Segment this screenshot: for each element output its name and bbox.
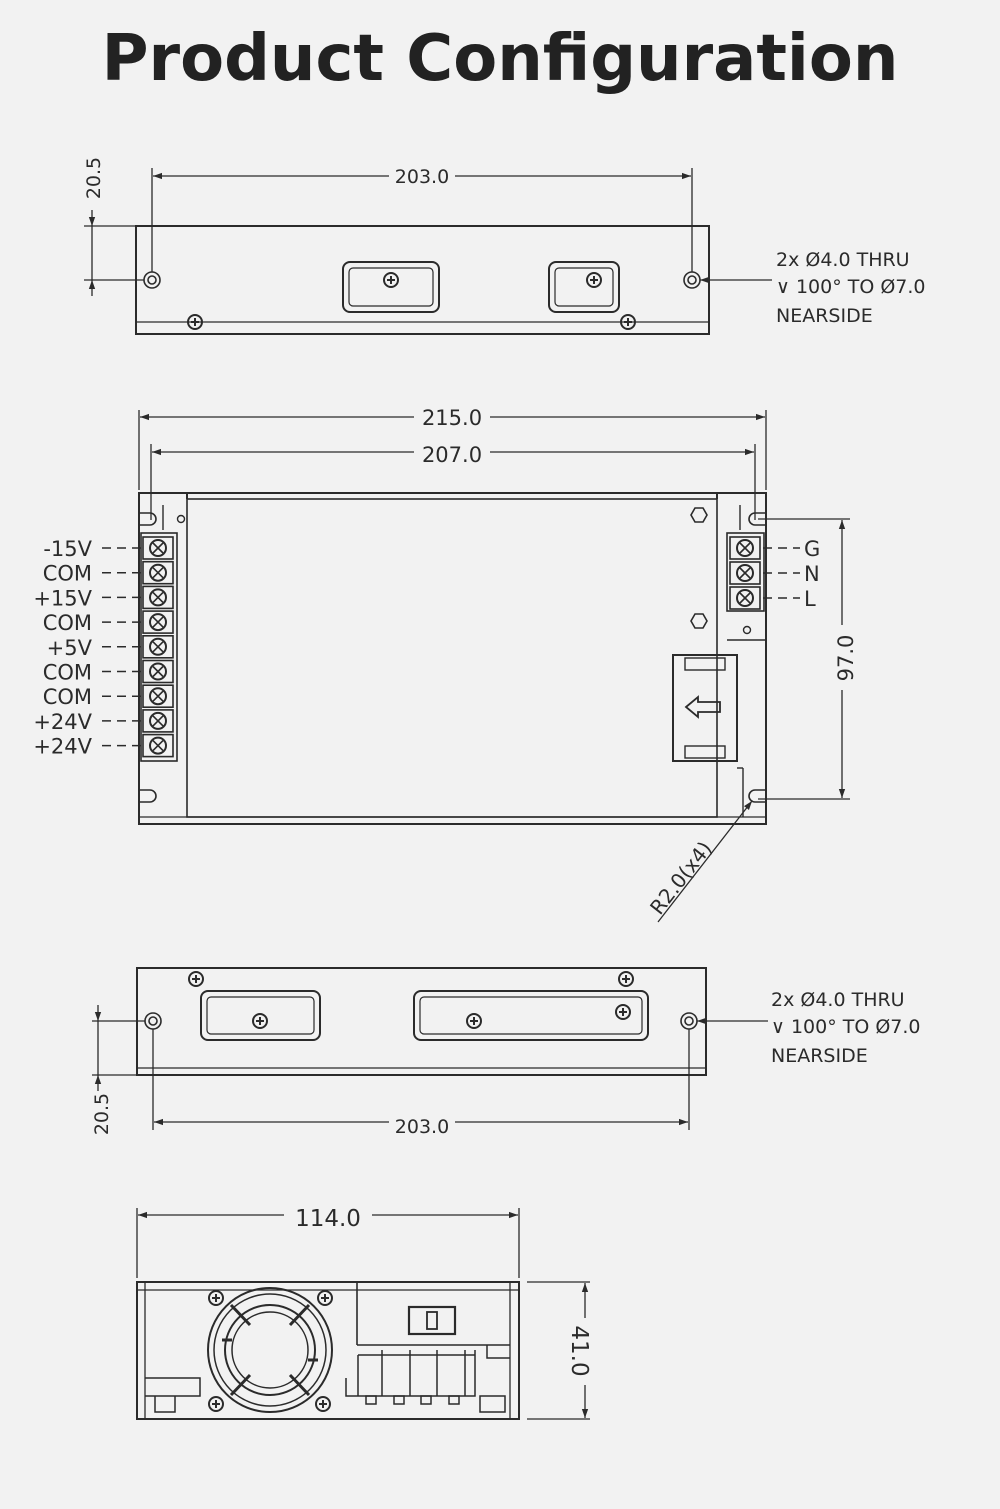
input-terminal-label: N xyxy=(804,562,820,586)
top-hole-note-line3: NEARSIDE xyxy=(776,305,873,327)
screw-icon xyxy=(383,272,399,288)
side-width-dimension: 114.0 xyxy=(295,1206,361,1232)
output-terminal-label: +5V xyxy=(47,636,93,660)
bottom-offset-dimension: 20.5 xyxy=(91,1093,113,1135)
voltage-selector xyxy=(672,654,738,762)
bottom-view-window-left xyxy=(200,990,321,1041)
input-terminal-label: L xyxy=(804,587,816,611)
output-terminal-label: COM xyxy=(43,562,92,586)
terminal-screw-icon xyxy=(142,560,174,585)
input-terminal-label: G xyxy=(804,537,820,561)
bottom-hole-note-line2: ∨ 100° TO Ø7.0 xyxy=(771,1016,921,1038)
screw-icon xyxy=(586,272,602,288)
screw-icon xyxy=(466,1013,482,1029)
bottom-view-window-right xyxy=(413,990,649,1041)
output-terminal-label: +24V xyxy=(33,735,92,759)
front-view-body xyxy=(138,492,767,825)
top-view-window-left xyxy=(342,261,440,313)
screw-icon xyxy=(317,1290,333,1306)
terminal-screw-icon xyxy=(729,561,761,585)
radius-note: R2.0(x4) xyxy=(645,837,717,919)
page-title: Product Configuration xyxy=(101,22,899,96)
terminal-screw-icon xyxy=(142,610,174,634)
terminal-screw-icon xyxy=(142,709,174,733)
output-terminal-label: +24V xyxy=(33,710,92,734)
screw-icon xyxy=(208,1290,224,1306)
side-view xyxy=(136,1208,590,1420)
output-terminal-label: COM xyxy=(43,661,92,685)
bottom-width-dimension: 203.0 xyxy=(395,1116,449,1138)
screw-icon xyxy=(208,1396,224,1412)
hex-nut-icon xyxy=(690,507,708,523)
terminal-screw-icon xyxy=(729,536,761,560)
top-width-dimension: 203.0 xyxy=(395,166,449,188)
mounting-hole-icon xyxy=(143,271,161,289)
terminal-screw-icon xyxy=(142,684,174,709)
output-terminal-label: COM xyxy=(43,611,92,635)
input-terminal-list: GNL xyxy=(729,536,820,611)
power-switch-icon xyxy=(407,1305,457,1336)
height-dimension: 97.0 xyxy=(834,635,858,682)
terminal-screw-icon xyxy=(142,659,174,684)
hex-nut-icon xyxy=(690,613,708,629)
outer-width-dimension: 215.0 xyxy=(422,406,482,430)
inner-width-dimension: 207.0 xyxy=(422,443,482,467)
top-hole-note-line1: 2x Ø4.0 THRU xyxy=(776,249,910,271)
input-terminal-block xyxy=(726,532,765,612)
terminal-side-profile xyxy=(345,1345,510,1405)
bottom-hole-note-line3: NEARSIDE xyxy=(771,1045,868,1067)
terminal-screw-icon xyxy=(142,634,174,659)
output-terminal-label: +15V xyxy=(33,586,92,610)
terminal-screw-icon xyxy=(142,585,174,610)
terminal-screw-icon xyxy=(142,733,174,758)
front-view xyxy=(138,410,850,923)
top-view xyxy=(84,168,772,335)
bottom-hole-note-line1: 2x Ø4.0 THRU xyxy=(771,989,905,1011)
mounting-hole-icon xyxy=(683,271,701,289)
mounting-hole-icon xyxy=(144,1012,162,1030)
screw-icon xyxy=(188,971,204,987)
top-hole-note-line2: ∨ 100° TO Ø7.0 xyxy=(776,276,926,298)
screw-icon xyxy=(618,971,634,987)
side-height-dimension: 41.0 xyxy=(566,1325,592,1376)
screw-icon xyxy=(315,1396,331,1412)
top-offset-dimension: 20.5 xyxy=(83,157,105,199)
screw-icon xyxy=(252,1013,268,1029)
screw-icon xyxy=(615,1004,631,1020)
bottom-view xyxy=(92,967,768,1130)
fan-icon xyxy=(207,1287,333,1413)
terminal-screw-icon xyxy=(729,586,761,610)
mounting-hole-icon xyxy=(680,1012,698,1030)
output-terminal-label: COM xyxy=(43,685,92,709)
output-terminal-label: -15V xyxy=(43,537,92,561)
top-view-window-right xyxy=(548,261,620,313)
side-view-body xyxy=(136,1281,520,1420)
arrow-left-icon xyxy=(684,695,721,719)
terminal-screw-icon xyxy=(142,536,174,560)
